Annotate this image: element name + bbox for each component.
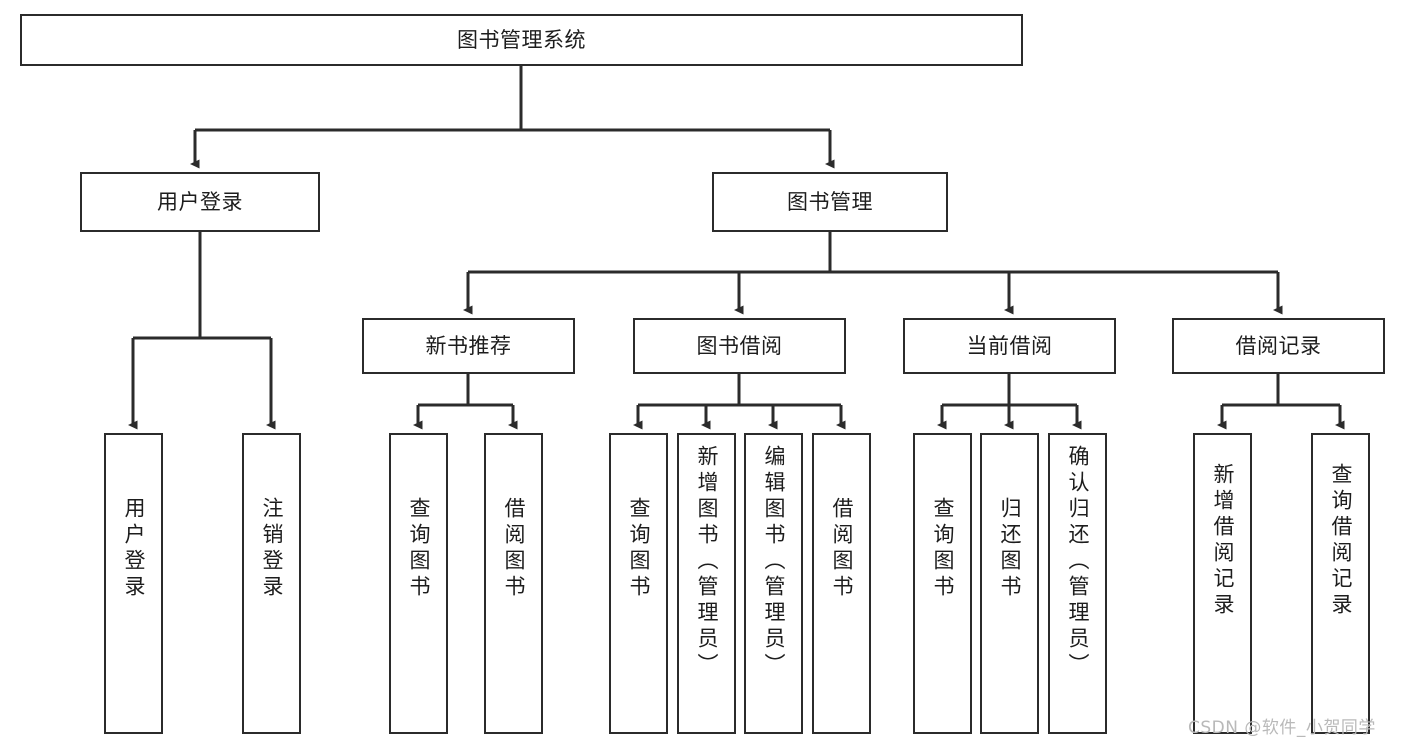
node-leaf-add-record[interactable]: 新增借阅记录 [1193,433,1252,734]
node-leaf-edit-book-label: 编辑图书（管理员） [762,445,786,679]
node-leaf-query-book-1-label: 查询图书 [407,497,431,601]
node-leaf-add-book[interactable]: 新增图书（管理员） [677,433,736,734]
node-leaf-confirm-return-label: 确认归还（管理员） [1066,445,1090,679]
node-leaf-return-book[interactable]: 归还图书 [980,433,1039,734]
node-leaf-query-book-3[interactable]: 查询图书 [913,433,972,734]
node-leaf-query-book-3-label: 查询图书 [931,497,955,601]
node-book-manage[interactable]: 图书管理 [712,172,948,232]
node-new-book-rec[interactable]: 新书推荐 [362,318,575,374]
node-leaf-query-book-1[interactable]: 查询图书 [389,433,448,734]
node-book-borrow[interactable]: 图书借阅 [633,318,846,374]
node-user-login[interactable]: 用户登录 [80,172,320,232]
node-leaf-user-login[interactable]: 用户登录 [104,433,163,734]
node-book-manage-label: 图书管理 [787,189,873,214]
node-current-borrow[interactable]: 当前借阅 [903,318,1116,374]
node-leaf-borrow-book-2-label: 借阅图书 [830,497,854,601]
node-root-label: 图书管理系统 [457,27,586,52]
node-leaf-add-book-label: 新增图书（管理员） [695,445,719,679]
node-leaf-query-book-2[interactable]: 查询图书 [609,433,668,734]
node-leaf-add-record-label: 新增借阅记录 [1211,463,1235,619]
node-leaf-borrow-book-2[interactable]: 借阅图书 [812,433,871,734]
node-root[interactable]: 图书管理系统 [20,14,1023,66]
node-leaf-borrow-book-1[interactable]: 借阅图书 [484,433,543,734]
node-new-book-rec-label: 新书推荐 [425,333,512,358]
node-book-borrow-label: 图书借阅 [696,333,783,358]
node-leaf-query-record[interactable]: 查询借阅记录 [1311,433,1370,734]
node-leaf-logout-login-label: 注销登录 [260,497,284,601]
node-leaf-query-book-2-label: 查询图书 [627,497,651,601]
node-borrow-record[interactable]: 借阅记录 [1172,318,1385,374]
node-leaf-return-book-label: 归还图书 [998,497,1022,601]
node-leaf-logout-login[interactable]: 注销登录 [242,433,301,734]
node-leaf-user-login-label: 用户登录 [122,497,146,601]
node-leaf-confirm-return[interactable]: 确认归还（管理员） [1048,433,1107,734]
node-current-borrow-label: 当前借阅 [966,333,1053,358]
node-leaf-borrow-book-1-label: 借阅图书 [502,497,526,601]
node-user-login-label: 用户登录 [157,189,243,214]
csdn-watermark: CSDN @软件_小贺同学 [1188,718,1376,738]
node-leaf-edit-book[interactable]: 编辑图书（管理员） [744,433,803,734]
node-borrow-record-label: 借阅记录 [1235,333,1322,358]
node-leaf-query-record-label: 查询借阅记录 [1329,463,1353,619]
